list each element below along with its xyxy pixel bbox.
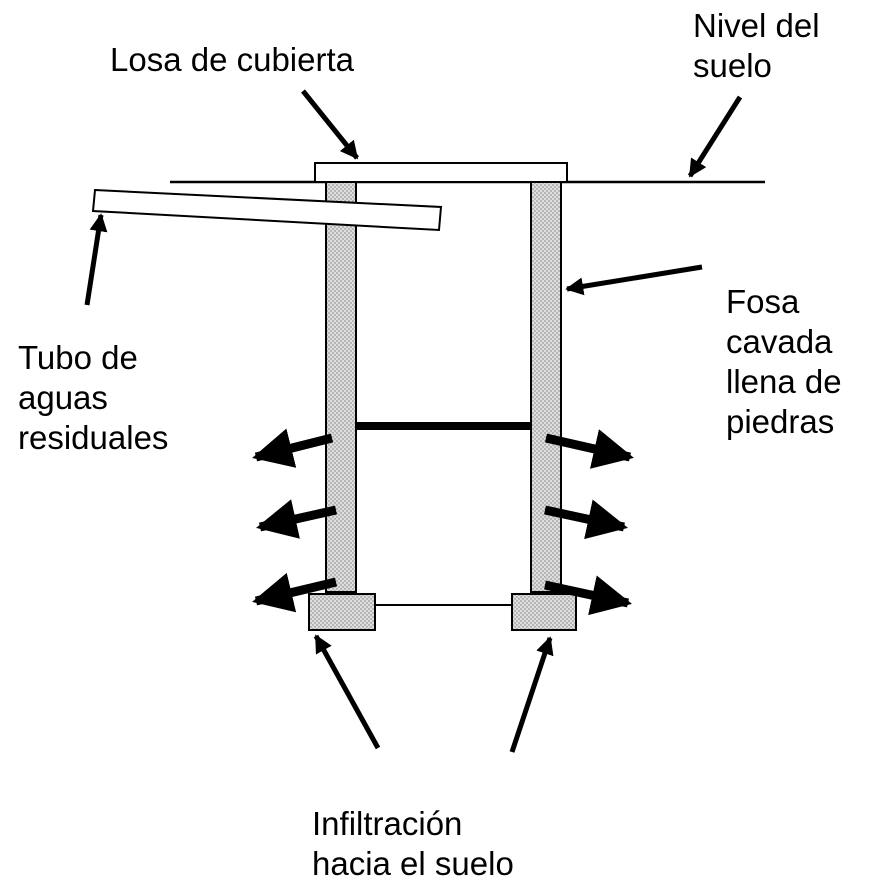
label-pit: Fosa cavada llena de piedras	[726, 283, 842, 440]
pointer-arrow-roof-slab	[301, 89, 359, 160]
label-pipe: Tubo de aguas residuales	[18, 339, 169, 456]
infiltration-arrow-right-3	[544, 575, 632, 616]
pit-wall-left	[325, 181, 357, 593]
bottom-block-left	[308, 593, 376, 631]
infiltration-arrow-left-1	[252, 428, 334, 468]
pointer-arrow-ground-level	[687, 95, 743, 178]
pit-wall-right	[530, 181, 562, 593]
wastewater-pipe	[91, 188, 443, 232]
label-roof-slab: Losa de cubierta	[110, 41, 355, 78]
infiltration-arrow-left-2	[256, 499, 337, 539]
infiltration-arrow-right-2	[544, 499, 628, 540]
bottom-block-right	[511, 593, 577, 631]
pointer-arrow-infiltration-left	[313, 634, 381, 750]
label-infiltration: Infiltración hacia el suelo	[312, 805, 514, 882]
pointer-arrow-infiltration-right	[509, 636, 554, 753]
pointer-arrow-pipe	[84, 213, 108, 306]
label-ground-level: Nivel del suelo	[693, 7, 820, 84]
infiltration-arrow-right-1	[545, 429, 634, 469]
infiltration-arrow-left-3	[252, 572, 338, 613]
roof-slab	[314, 162, 568, 183]
pointer-arrow-pit	[565, 264, 703, 296]
